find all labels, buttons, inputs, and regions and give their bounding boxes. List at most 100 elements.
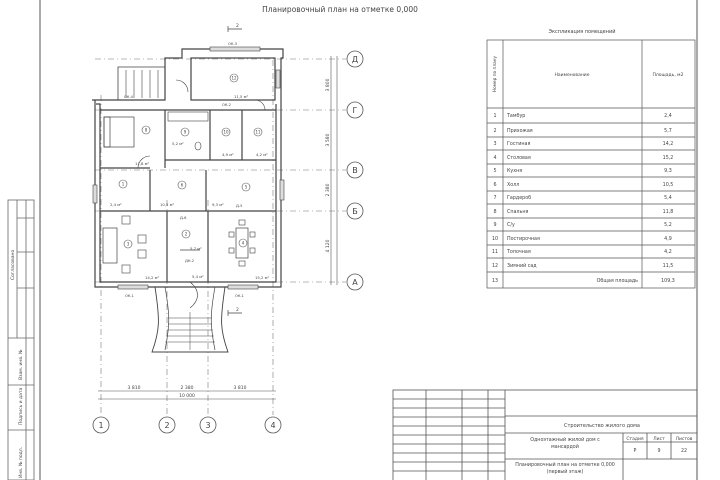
room-area: 5,2 м² (172, 141, 184, 146)
room-area: 5,7 м² (190, 246, 202, 251)
room-number: 3 (127, 242, 130, 247)
row-number: 13 (492, 278, 498, 284)
room-area: 9,3 м² (212, 202, 224, 207)
section-mark (227, 26, 242, 316)
room-area: 4,2 м² (256, 152, 268, 157)
room-number: 5 (245, 185, 248, 190)
axis-label: Д (352, 55, 358, 64)
row-area: 11,8 (663, 209, 674, 215)
row-area: 4,9 (664, 236, 672, 242)
row-name: Топочная (506, 249, 531, 255)
axis-label: 2 (164, 421, 169, 430)
row-name: Прихожая (507, 128, 533, 134)
header-area: Площадь, м2 (653, 72, 684, 78)
row-number: 3 (493, 141, 496, 147)
room-area: 14,2 м² (145, 275, 160, 280)
dim-bottom: 3 810 (234, 385, 247, 391)
margin-signature-date: Подпись и дата (18, 387, 24, 425)
row-area: 109,3 (661, 278, 675, 284)
axis-label: А (352, 278, 358, 287)
sheet-title: Планировочный план на отметке 0,000 (пер… (515, 463, 615, 475)
dim-bottom: 2 380 (181, 385, 194, 391)
dim-right: 4 120 (325, 239, 331, 252)
room-number: 12 (231, 76, 237, 81)
sheet-label: Лист (653, 436, 665, 442)
room-number: 9 (184, 130, 187, 135)
opening-label: ОК-1 (125, 294, 134, 298)
page-title: Планировочный план на отметке 0,000 (262, 5, 418, 14)
axis-lines (95, 58, 346, 415)
axis-label: 3 (205, 421, 210, 430)
row-number: 4 (493, 155, 496, 161)
row-number: 5 (493, 168, 496, 174)
opening-label: ОК-1 (235, 294, 244, 298)
row-area: 5,7 (664, 128, 672, 134)
room-number: 8 (145, 128, 148, 133)
opening-label: ОК-2 (222, 103, 231, 107)
axis-markers-letters: Д Г В Б А (346, 50, 364, 291)
opening-label: Д-6 (180, 216, 187, 220)
row-name: С/у (507, 222, 515, 228)
dim-right: 3 800 (325, 78, 331, 91)
row-number: 9 (493, 222, 496, 228)
room-area: 2,4 м² (110, 202, 122, 207)
header-name: Наименование (555, 72, 590, 78)
margin-replace-inv: Взам. инв. № (18, 349, 24, 380)
row-area: 4,2 (664, 249, 672, 255)
opening-label: Д-5 (236, 204, 242, 208)
section-label: 2 (236, 23, 239, 29)
axis-label: 4 (270, 421, 275, 430)
room-number: 11 (255, 130, 261, 135)
row-name: Спальня (507, 209, 528, 215)
row-name: Гардероб (507, 195, 531, 201)
row-name: Гостиная (507, 141, 530, 147)
sheets-value: 22 (681, 448, 687, 454)
dimension-lines (98, 56, 338, 400)
dim-right: 3 580 (325, 133, 331, 146)
room-area: 11,8 м² (135, 161, 150, 166)
total-label: Общая площадь (597, 278, 639, 284)
row-area: 15,2 (663, 155, 674, 161)
sheets-label: Листов (676, 436, 693, 442)
axis-markers-numbers: 1 2 3 4 (92, 416, 282, 434)
margin-inv-orig: Инв. № подл. (18, 447, 24, 478)
explication-table (486, 39, 696, 289)
row-number: 2 (493, 128, 496, 134)
row-area: 11,5 (663, 263, 674, 269)
room-area: 10,5 м² (160, 202, 175, 207)
row-number: 7 (493, 195, 496, 201)
room-area: 4,9 м² (222, 152, 234, 157)
row-number: 12 (492, 263, 498, 269)
axis-label: Б (352, 207, 358, 216)
row-number: 8 (493, 209, 496, 215)
row-number: 1 (493, 113, 496, 119)
dim-right: 2 380 (325, 183, 331, 196)
row-name: Зимний сад (507, 262, 537, 269)
row-name: Кухня (507, 168, 522, 174)
room-number: 10 (223, 130, 229, 135)
dim-bottom: 3 810 (128, 385, 141, 391)
row-area: 9,3 (664, 168, 672, 174)
section-label: 2 (236, 307, 239, 313)
object-name: Одноэтажный жилой дом с мансардой (530, 438, 600, 450)
row-number: 10 (492, 236, 498, 242)
row-number: 11 (492, 249, 498, 255)
explication-title: Экспликация помещений (548, 28, 615, 35)
axis-label: Г (353, 106, 358, 115)
room-number: 6 (181, 183, 184, 188)
room-markers (118, 73, 263, 249)
row-area: 5,4 (664, 195, 672, 201)
row-name: Тамбур (506, 113, 525, 119)
row-area: 14,2 (663, 141, 674, 147)
margin-stamp (7, 199, 35, 480)
sheet-value: 9 (657, 448, 660, 454)
floor-plan (92, 46, 285, 353)
room-number: 1 (122, 182, 125, 187)
row-number: 6 (493, 182, 496, 188)
row-name: Холл (507, 182, 519, 188)
opening-label: ДН-2 (185, 259, 194, 263)
row-name: Постирочная (507, 236, 540, 242)
stage-value: Р (634, 448, 637, 454)
axis-label: 1 (98, 421, 103, 430)
